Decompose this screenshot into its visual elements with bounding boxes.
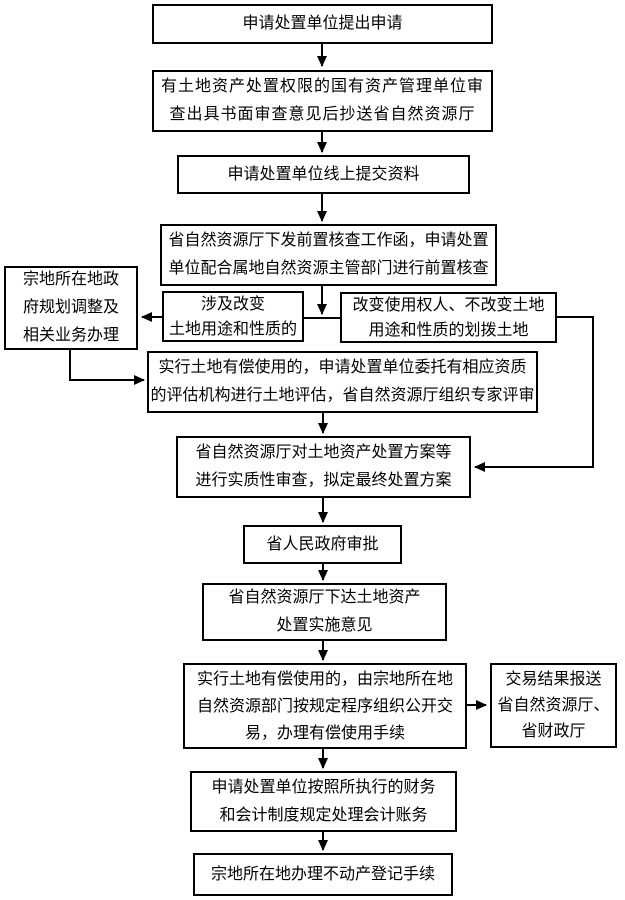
arrow-localgov-to-valuation: [69, 350, 145, 385]
node-substantive-review: 省自然资源厅对土地资产处置方案等 进行实质性审查，拟定最终处置方案: [176, 436, 471, 498]
node-public-transaction: 实行土地有偿使用的，由宗地所在地 自然资源部门按规定程序组织公开交 易，办理有偿…: [183, 663, 467, 749]
arrow-allocated-to-substantive: [474, 316, 594, 472]
node-implementation-opinion: 省自然资源厅下达土地资产 处置实施意见: [202, 583, 447, 641]
node-accounting: 申请处置单位按照所执行的财务 和会计制度规定处理会计账务: [190, 771, 457, 832]
node-allocated-land: 改变使用权人、不改变土地 用途和性质的划拨土地: [340, 292, 557, 343]
node-local-gov-planning: 宗地所在地政 府规划调整及 相关业务办理: [4, 266, 138, 350]
node-property-registration: 宗地所在地办理不动产登记手续: [193, 853, 453, 896]
node-asset-admin-review: 有土地资产处置权限的国有资产管理单位审 查出具书面审查意见后抄送省自然资源厅: [152, 70, 493, 132]
node-online-submit: 申请处置单位线上提交资料: [177, 155, 470, 194]
node-submit-application: 申请处置单位提出申请: [152, 4, 493, 44]
node-pre-check: 省自然资源厅下发前置核查工作函，申请处置 单位配合属地自然资源主管部门进行前置核…: [160, 224, 497, 286]
node-provincial-approval: 省人民政府审批: [243, 525, 402, 564]
node-report-results: 交易结果报送 省自然资源厅、 省财政厅: [490, 663, 617, 748]
node-land-valuation: 实行土地有偿使用的，申请处置单位委托有相应资质 的评估机构进行土地评估，省自然资…: [147, 351, 538, 413]
node-change-of-use: 涉及改变 土地用途和性质的: [162, 291, 304, 342]
